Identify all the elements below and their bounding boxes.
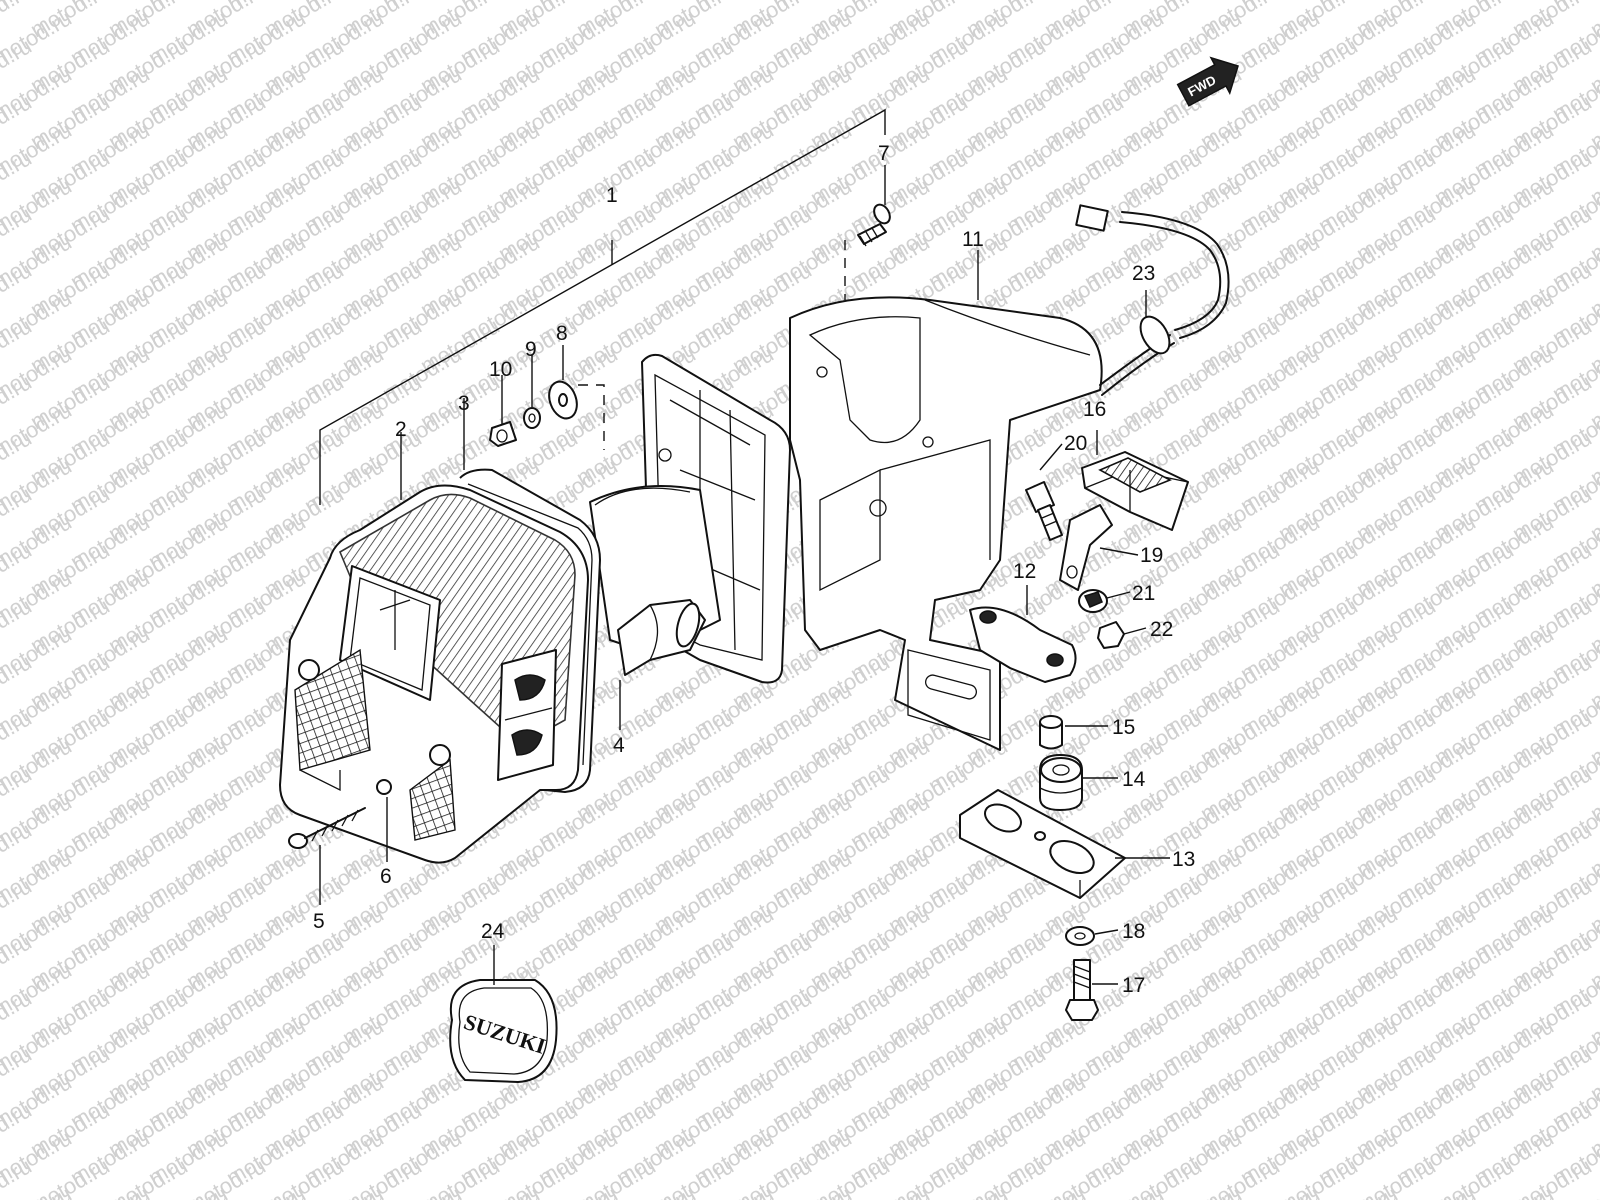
reflector-16 — [1081, 451, 1189, 531]
callout-3: 3 — [458, 392, 470, 415]
collar-15 — [1039, 715, 1063, 750]
hardware-parts: SUZUKI — [288, 203, 1189, 1083]
callout-23: 23 — [1132, 262, 1155, 285]
callout-10: 10 — [489, 358, 512, 381]
mounting-plate-13 — [959, 789, 1126, 899]
callout-16: 16 — [1083, 398, 1106, 421]
callout-2: 2 — [395, 418, 407, 441]
taillight-lens — [279, 484, 589, 864]
washer-8 — [548, 380, 605, 450]
washer-18 — [1065, 926, 1095, 946]
callout-17: 17 — [1122, 974, 1145, 997]
callout-14: 14 — [1122, 768, 1146, 791]
callout-7: 7 — [878, 142, 890, 165]
bolt-20 — [1025, 481, 1063, 541]
lockwasher-9 — [523, 407, 541, 429]
callout-15: 15 — [1112, 716, 1135, 739]
rear-fender-bracket — [789, 296, 1103, 751]
nut-10 — [489, 421, 517, 447]
callout-5: 5 — [313, 910, 325, 933]
callout-13: 13 — [1172, 848, 1195, 871]
callout-24: 24 — [481, 920, 505, 943]
callout-21: 21 — [1132, 582, 1155, 605]
leader-lines — [319, 165, 1170, 985]
assembly-bracket-line — [319, 108, 886, 505]
wiring-harness — [1075, 204, 1230, 396]
emblem-24: SUZUKI — [449, 979, 558, 1083]
bulb-socket — [617, 599, 706, 676]
callout-9: 9 — [525, 338, 537, 361]
callout-1: 1 — [606, 184, 618, 207]
clamp-12 — [969, 606, 1077, 683]
callout-8: 8 — [556, 322, 568, 345]
callout-6: 6 — [380, 865, 392, 888]
screw-5 — [288, 807, 366, 849]
callout-12: 12 — [1013, 560, 1036, 583]
callout-numbers: 1 2 3 4 5 6 7 8 9 10 11 12 13 14 15 16 1… — [313, 142, 1195, 997]
callout-4: 4 — [613, 734, 625, 757]
bracket-19 — [1059, 504, 1113, 591]
fwd-direction-badge: FWD — [1176, 56, 1239, 107]
callout-18: 18 — [1122, 920, 1145, 943]
callout-22: 22 — [1150, 618, 1173, 641]
grommet-14 — [1039, 754, 1083, 811]
bolt-17 — [1065, 959, 1099, 1021]
screw-7 — [844, 203, 891, 300]
callout-19: 19 — [1140, 544, 1163, 567]
callout-20: 20 — [1064, 432, 1087, 455]
nut-22 — [1097, 621, 1125, 649]
callout-11: 11 — [962, 228, 984, 251]
